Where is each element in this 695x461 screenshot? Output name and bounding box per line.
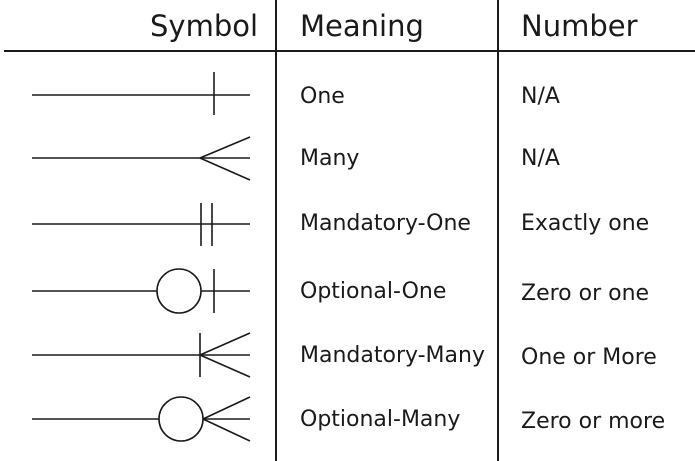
header-number: Number: [521, 9, 638, 43]
number-many: N/A: [521, 146, 560, 171]
one-symbol: [32, 72, 250, 115]
mandatory-one-symbol: [32, 203, 250, 246]
many-symbol: [32, 136, 251, 181]
number-one: N/A: [521, 84, 560, 109]
meaning-one: One: [300, 84, 345, 109]
number-mandatory-one: Exactly one: [521, 211, 650, 236]
column-divider-meaning-number: [497, 0, 499, 461]
number-mandatory-many: One or More: [521, 345, 657, 370]
column-divider-symbol-meaning: [275, 0, 277, 461]
meaning-mandatory-many: Mandatory-Many: [300, 343, 485, 368]
number-optional-many: Zero or more: [521, 409, 666, 434]
meaning-optional-one: Optional-One: [300, 279, 447, 304]
header-meaning: Meaning: [300, 9, 424, 43]
header-divider: [4, 50, 695, 52]
mandatory-many-symbol: [32, 332, 251, 378]
number-optional-one: Zero or one: [521, 281, 650, 306]
symbol-column: [32, 72, 251, 442]
meaning-many: Many: [300, 146, 360, 171]
optional-one-symbol: [32, 268, 250, 314]
meaning-mandatory-one: Mandatory-One: [300, 211, 471, 236]
header-symbol: Symbol: [150, 9, 259, 43]
meaning-optional-many: Optional-Many: [300, 407, 461, 432]
optional-many-symbol: [32, 396, 251, 442]
